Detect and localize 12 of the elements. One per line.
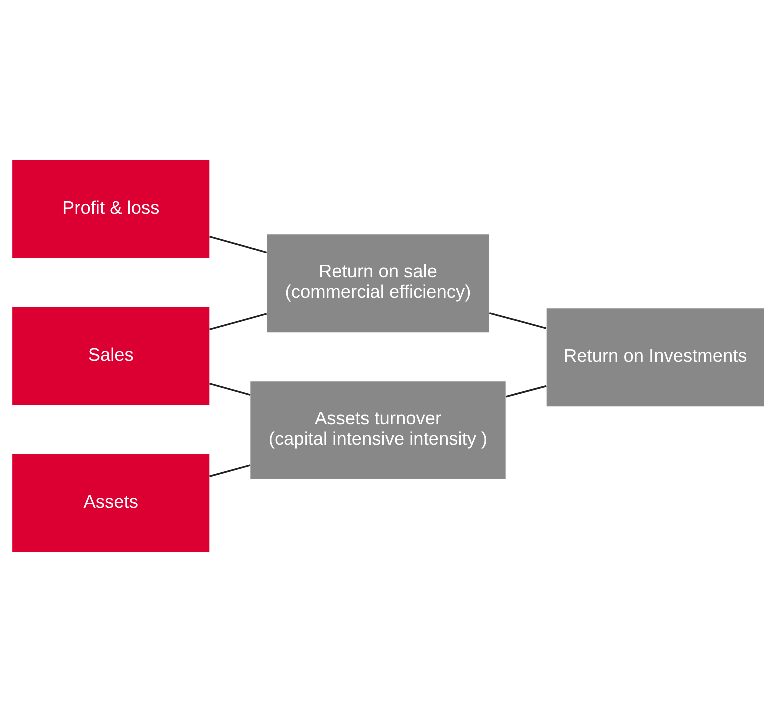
node-box: Profit & loss [12, 160, 210, 259]
connector [506, 385, 547, 398]
node-box: Return on Investments [546, 308, 764, 407]
connector [210, 382, 251, 396]
connector [210, 464, 251, 478]
connector [210, 313, 268, 330]
connector [489, 312, 547, 330]
node-box: Return on sale (commercial efficiency) [267, 234, 490, 333]
node-box: Assets turnover (capital intensive intensity ) [250, 382, 506, 480]
connector [210, 236, 268, 254]
node-box: Assets [12, 454, 210, 552]
node-box: Sales [12, 308, 210, 406]
